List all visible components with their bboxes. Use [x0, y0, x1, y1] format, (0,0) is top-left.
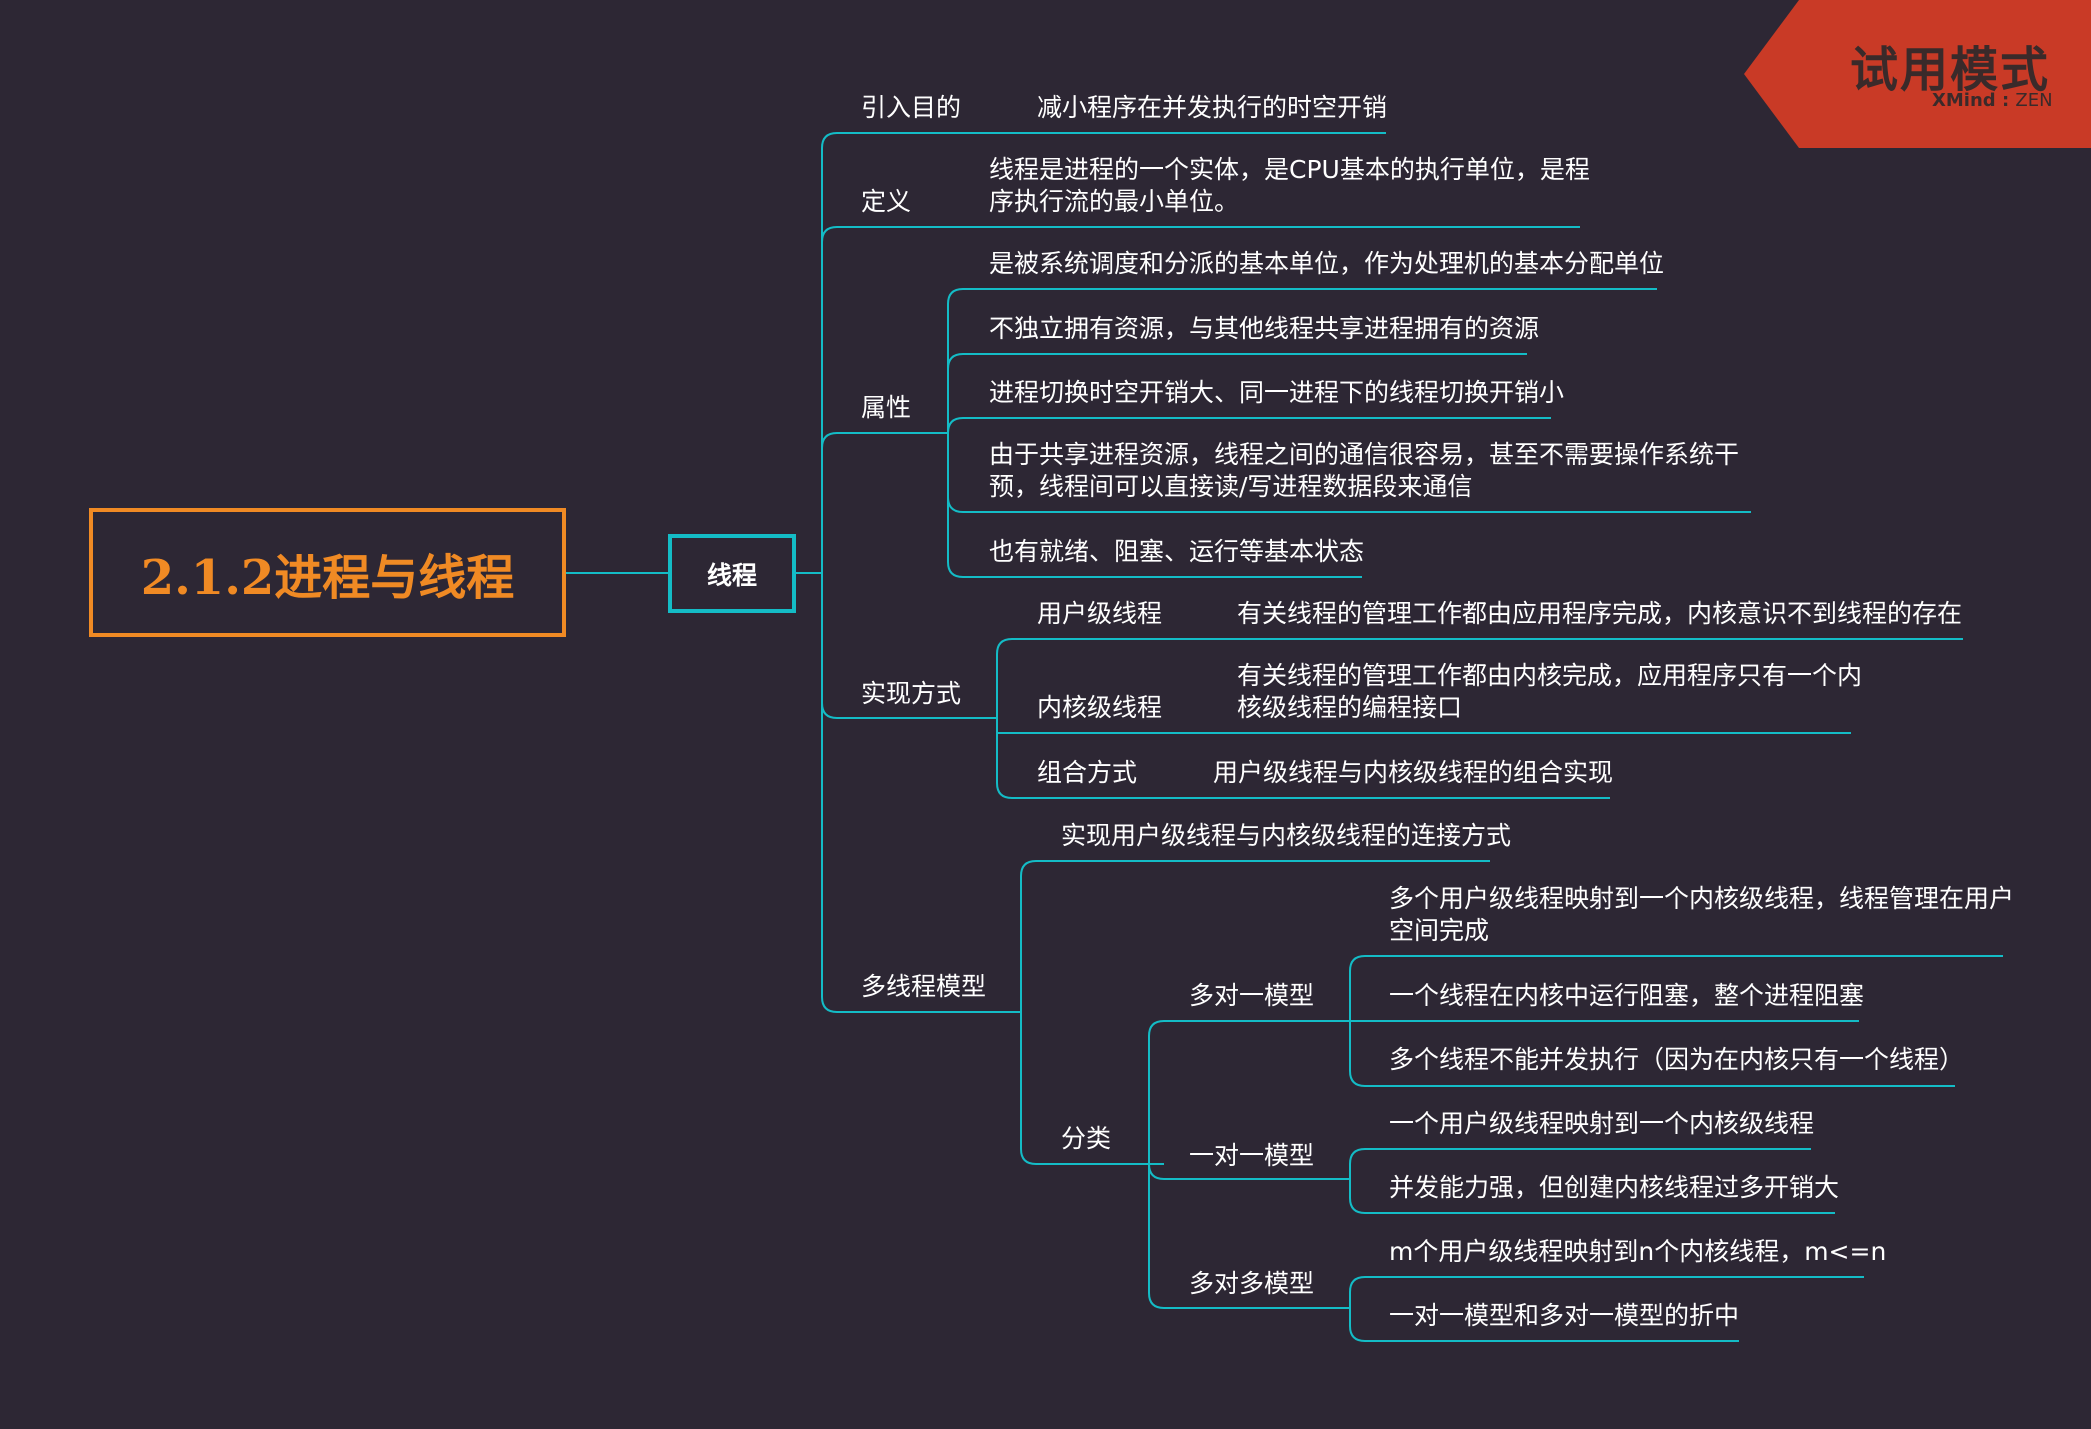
many-to-many-item[interactable]: 一对一模型和多对一模型的折中	[1389, 1301, 1740, 1330]
trial-badge-shape	[1744, 0, 2091, 148]
attribute-item[interactable]: 由于共享进程资源，线程之间的通信很容易，甚至不需要操作系统干	[989, 440, 1740, 469]
many-to-one-item[interactable]: 多个用户级线程映射到一个内核级线程，线程管理在用户	[1389, 884, 2015, 913]
model-many-to-many[interactable]: 多对多模型	[1189, 1269, 1315, 1298]
multithread-category[interactable]: 分类	[1061, 1124, 1112, 1153]
trial-mode-title: 试用模式	[1850, 42, 2051, 98]
topic-purpose[interactable]: 引入目的	[861, 93, 962, 122]
attribute-item-continued: 预，线程间可以直接读/写进程数据段来通信	[989, 472, 1473, 501]
brand-name: XMind	[1932, 90, 1996, 111]
many-to-many-item[interactable]: m个用户级线程映射到n个内核线程，m<=n	[1389, 1237, 1887, 1266]
impl-user-level-detail[interactable]: 有关线程的管理工作都由应用程序完成，内核意识不到线程的存在	[1237, 599, 1963, 628]
impl-combined-detail[interactable]: 用户级线程与内核级线程的组合实现	[1213, 758, 1614, 787]
impl-user-level[interactable]: 用户级线程	[1037, 599, 1163, 628]
attribute-item[interactable]: 是被系统调度和分派的基本单位，作为处理机的基本分配单位	[989, 249, 1665, 278]
multithread-desc[interactable]: 实现用户级线程与内核级线程的连接方式	[1061, 821, 1512, 850]
root-node-label: 2.1.2进程与线程	[140, 549, 515, 606]
model-one-to-one[interactable]: 一对一模型	[1189, 1141, 1315, 1170]
main-topic-label: 线程	[706, 560, 757, 590]
attribute-item[interactable]: 也有就绪、阻塞、运行等基本状态	[989, 537, 1365, 566]
model-many-to-one[interactable]: 多对一模型	[1189, 981, 1315, 1010]
many-to-one-item-continued: 空间完成	[1389, 916, 1490, 945]
xmind-brand: XMind : ZEN	[1932, 90, 2053, 111]
purpose-detail[interactable]: 减小程序在并发执行的时空开销	[1037, 93, 1388, 122]
attribute-item[interactable]: 不独立拥有资源，与其他线程共享进程拥有的资源	[989, 314, 1540, 343]
many-to-one-item[interactable]: 多个线程不能并发执行（因为在内核只有一个线程）	[1389, 1045, 1965, 1074]
impl-kernel-level-detail-line1[interactable]: 有关线程的管理工作都由内核完成，应用程序只有一个内	[1237, 661, 1863, 690]
impl-kernel-level-detail-line2: 核级线程的编程接口	[1237, 693, 1463, 722]
topic-implementation[interactable]: 实现方式	[861, 679, 962, 708]
definition-detail-line1[interactable]: 线程是进程的一个实体，是CPU基本的执行单位，是程	[989, 155, 1590, 184]
one-to-one-item[interactable]: 一个用户级线程映射到一个内核级线程	[1389, 1109, 1815, 1138]
root-node[interactable]: 2.1.2进程与线程	[89, 508, 566, 637]
definition-detail-line2: 序执行流的最小单位。	[989, 187, 1240, 216]
impl-combined[interactable]: 组合方式	[1037, 758, 1138, 787]
topic-definition[interactable]: 定义	[861, 187, 912, 216]
brand-edition: ZEN	[2015, 90, 2053, 111]
one-to-one-item[interactable]: 并发能力强，但创建内核线程过多开销大	[1389, 1173, 1840, 1202]
topic-attributes[interactable]: 属性	[861, 393, 912, 422]
many-to-one-item[interactable]: 一个线程在内核中运行阻塞，整个进程阻塞	[1389, 981, 1865, 1010]
impl-kernel-level[interactable]: 内核级线程	[1037, 693, 1163, 722]
topic-multithread-model[interactable]: 多线程模型	[861, 972, 987, 1001]
main-topic-node[interactable]: 线程	[668, 534, 796, 613]
attribute-item[interactable]: 进程切换时空开销大、同一进程下的线程切换开销小	[989, 378, 1565, 407]
